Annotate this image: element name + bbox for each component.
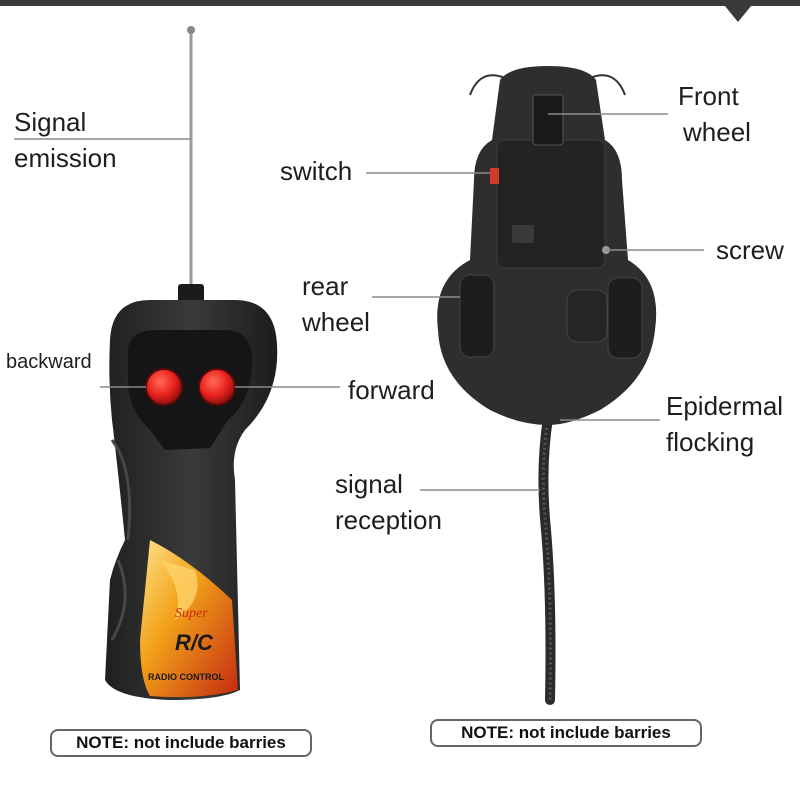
label-switch: switch <box>280 156 353 186</box>
front-wheel <box>532 94 564 146</box>
label-signal-emission-line2: emission <box>14 143 117 173</box>
flame-highlight <box>160 560 198 620</box>
rear-axle <box>566 289 608 343</box>
label-backward: backward <box>6 351 92 373</box>
label-rear-wheel-line2: wheel <box>302 307 370 337</box>
label-front-wheel-line1: Front <box>678 81 739 111</box>
label-epidermal-line2: flocking <box>666 427 755 457</box>
button-panel <box>128 330 252 450</box>
tail-texture <box>541 417 552 701</box>
backward-button[interactable] <box>145 368 183 406</box>
note-left: NOTE: not include barries <box>50 729 312 757</box>
rear-wheel-right <box>607 277 643 359</box>
label-rear-wheel-line1: rear <box>302 271 349 301</box>
power-switch[interactable] <box>490 168 499 184</box>
cover-slot <box>512 225 534 243</box>
label-front-wheel-line2: wheel <box>683 117 751 147</box>
remote-control: Super R/C RADIO CONTROL <box>105 26 278 700</box>
top-bar-notch <box>720 0 756 22</box>
label-signal-emission-line1: Signal <box>14 107 87 137</box>
label-forward: forward <box>348 375 435 405</box>
battery-cover <box>496 139 606 269</box>
note-right: NOTE: not include barries <box>430 719 702 747</box>
forward-button[interactable] <box>198 368 236 406</box>
grip-ridge <box>110 439 132 541</box>
logo-radio-text: RADIO CONTROL <box>148 672 224 682</box>
rear-wheel-left <box>459 274 495 358</box>
callout-lines <box>14 113 704 491</box>
antenna-tip <box>187 26 195 34</box>
label-signal-reception-line1: signal <box>335 469 403 499</box>
whisker-left <box>469 74 506 96</box>
label-screw: screw <box>716 235 784 265</box>
flame-decal <box>140 540 238 698</box>
label-epidermal-line1: Epidermal <box>666 391 784 421</box>
logo-rc-text: R/C <box>175 630 214 655</box>
rc-mouse <box>437 66 657 705</box>
whisker-right <box>589 74 626 96</box>
grip-ridge-lower <box>110 559 127 641</box>
top-bar <box>0 0 800 6</box>
label-signal-reception-line2: reception <box>335 505 442 535</box>
logo-script-text: Super <box>175 606 208 621</box>
